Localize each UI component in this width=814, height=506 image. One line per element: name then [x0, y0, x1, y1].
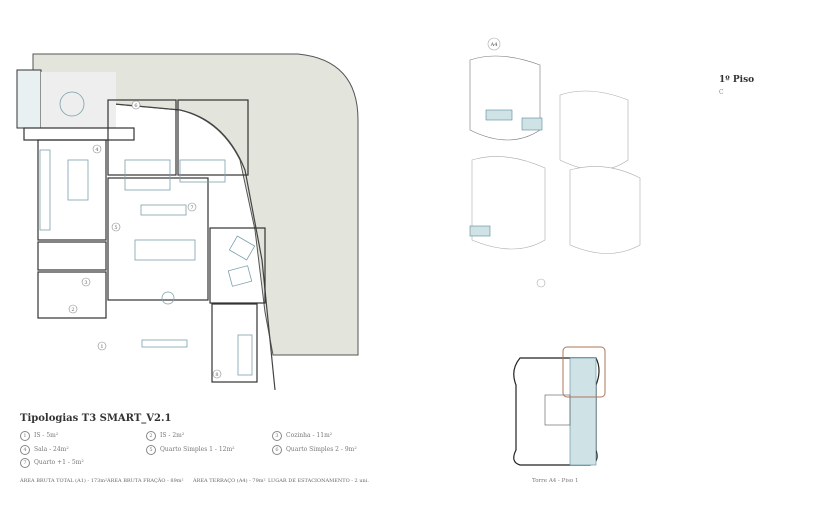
room-marker-7: 7: [187, 202, 197, 212]
highlight-unit: [485, 109, 513, 121]
room-marker-2: 2: [68, 304, 78, 314]
room-legend-7: 7 Quarto +1 - 5m²: [20, 458, 84, 468]
tower-label-marker: [487, 37, 501, 51]
room-label: IS - 2m²: [160, 432, 185, 439]
room-markers: 6 4 7 5 3 2 1 8: [68, 100, 222, 379]
room-legend-5: 5 Quarto Simples 1 - 12m²: [146, 445, 235, 455]
tower-4: [569, 166, 641, 254]
room-label: Quarto Simples 1 - 12m²: [160, 446, 235, 453]
room-label: Sala - 24m²: [34, 446, 69, 453]
room-number: 3: [84, 280, 87, 286]
room-marker-6: 6: [131, 100, 141, 110]
key-plan: [513, 346, 606, 466]
parking: LUGAR DE ESTACIONAMENTO - 2 uni.: [268, 478, 369, 484]
room-number: 3: [272, 431, 282, 441]
tower-label: A4: [490, 42, 498, 48]
room-marker-8: 8: [212, 369, 222, 379]
room-legend-6: 6 Quarto Simples 2 - 9m²: [272, 445, 357, 455]
room-number: 5: [146, 445, 156, 455]
room-number: 4: [95, 147, 98, 153]
room-number: 8: [215, 372, 218, 378]
room-legend-4: 4 Sala - 24m²: [20, 445, 69, 455]
room-number: 4: [20, 445, 30, 455]
key-plan-highlight: [562, 346, 606, 398]
walls: [23, 99, 266, 383]
room-label: Quarto Simples 2 - 9m²: [286, 446, 357, 453]
area-gross-unit: ÁREA BRUTA FRAÇÃO - 89m²: [107, 478, 184, 484]
room-number: 7: [190, 205, 193, 211]
room-label: Quarto +1 - 5m²: [34, 459, 84, 466]
room-number: 7: [20, 458, 30, 468]
room-label: Cozinha - 11m²: [286, 432, 333, 439]
plan-title: Tipologias T3 SMART_V2.1: [20, 413, 172, 424]
room-number: 6: [272, 445, 282, 455]
room-number: 1: [100, 344, 103, 350]
floor-subtitle: C: [719, 89, 724, 96]
room-marker-3: 3: [81, 277, 91, 287]
room-number: 1: [20, 431, 30, 441]
room-number: 5: [114, 225, 117, 231]
room-label: IS - 5m²: [34, 432, 59, 439]
exterior-wall: [39, 96, 276, 391]
area-terrace: ÁREA TERRAÇO (A4) - 79m²: [193, 478, 266, 484]
floor-title: 1º Piso: [719, 75, 755, 85]
room-legend-1: 1 IS - 5m²: [20, 431, 58, 441]
tower-axonometric: [469, 37, 641, 288]
tower-2: [559, 90, 629, 171]
room-marker-5: 5: [111, 222, 121, 232]
room-marker-4: 4: [92, 144, 102, 154]
room-legend-3: 3 Cozinha - 11m²: [272, 431, 332, 441]
room-number: 2: [146, 431, 156, 441]
key-plan-caption: Torre A4 - Piso 1: [532, 478, 579, 484]
balcony-patio: [41, 72, 116, 128]
room-legend-2: 2 IS - 2m²: [146, 431, 184, 441]
highlight-unit: [521, 117, 543, 131]
furniture: [39, 91, 256, 376]
room-marker-1: 1: [97, 341, 107, 351]
room-number: 2: [71, 307, 74, 313]
planter: [16, 69, 42, 129]
room-number: 6: [134, 103, 137, 109]
area-gross-total: ÁREA BRUTA TOTAL (A1) - 173m²: [20, 478, 108, 484]
